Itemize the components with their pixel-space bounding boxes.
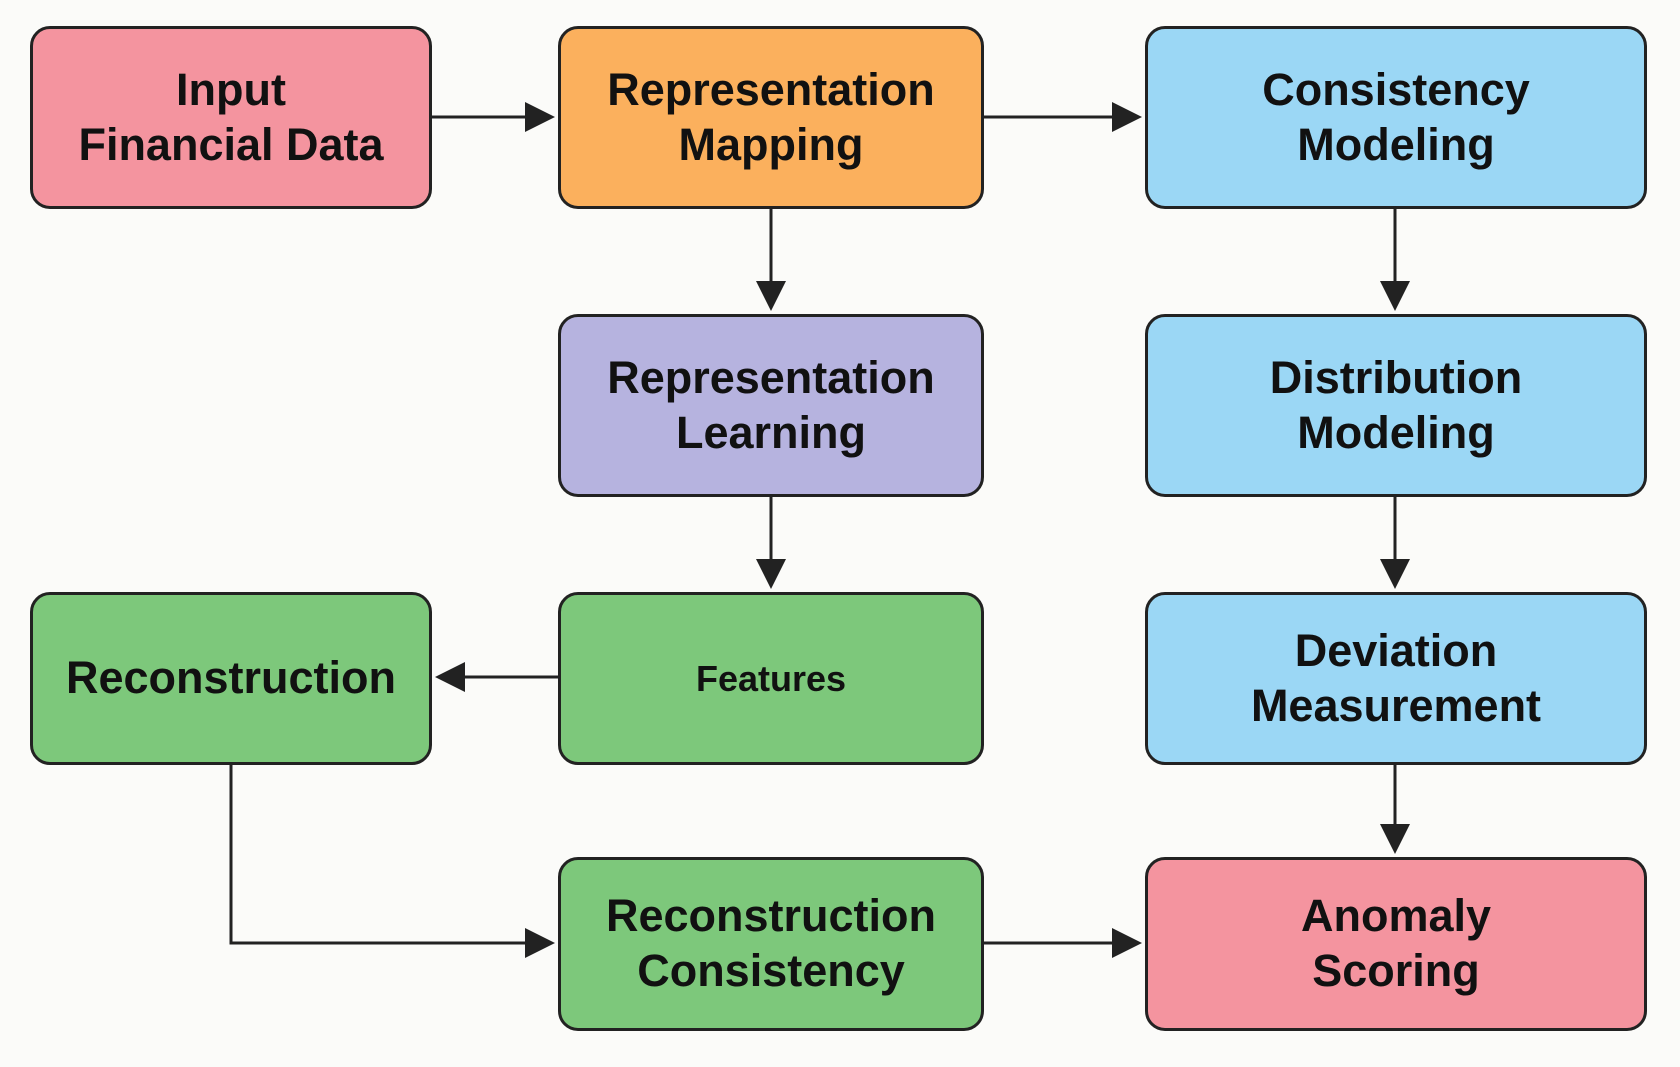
distribution-modeling-label: Distribution Modeling [1269,351,1523,458]
consistency-modeling-node: Consistency Modeling [1145,26,1647,209]
representation-mapping-node: Representation Mapping [558,26,984,209]
consistency-modeling-label: Consistency Modeling [1262,63,1530,170]
reconstruction-consistency-label: Reconstruction Consistency [605,890,937,996]
representation-learning-node: Representation Learning [558,314,984,497]
representation-learning-label: Representation Learning [607,351,935,458]
distribution-modeling-node: Distribution Modeling [1145,314,1647,497]
representation-mapping-label: Representation Mapping [607,63,935,170]
deviation-measurement-node: Deviation Measurement [1145,592,1647,765]
deviation-measurement-label: Deviation Measurement [1250,624,1542,731]
anomaly-scoring-node: Anomaly Scoring [1145,857,1647,1031]
reconstruction-node: Reconstruction [30,592,432,765]
reconstruction-consistency-node: Reconstruction Consistency [558,857,984,1031]
input-financial-data-label: Input Financial Data [78,63,384,170]
input-financial-data-node: Input Financial Data [30,26,432,209]
reconstruction-label: Reconstruction [65,652,397,704]
anomaly-scoring-label: Anomaly Scoring [1300,890,1492,996]
features-label: Features [695,657,847,699]
features-node: Features [558,592,984,765]
arrow-reconstruction-to-reconstruction-consistency [229,765,555,958]
